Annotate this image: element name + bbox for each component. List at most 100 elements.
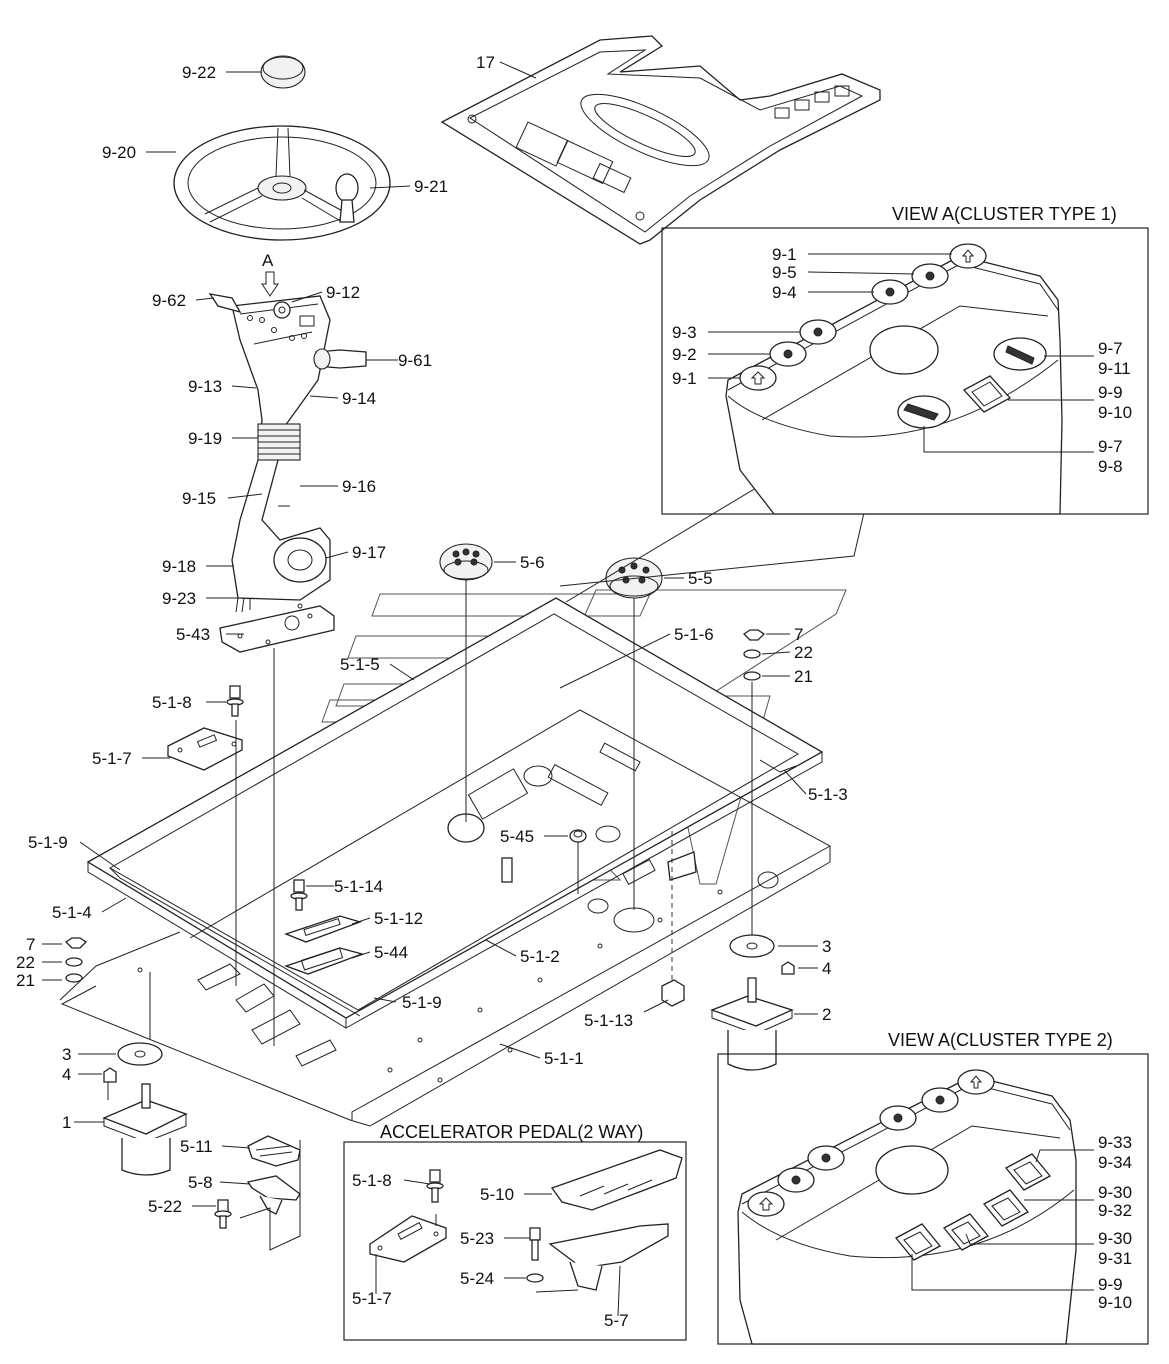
nut-washer-stack-left	[64, 937, 151, 1040]
label-5-5: 5-5	[688, 569, 713, 588]
label-9-62: 9-62	[152, 291, 186, 310]
c1-label-9-4: 9-4	[772, 283, 797, 302]
c2-label-9-30-bottom: 9-30	[1098, 1229, 1132, 1248]
label-9-22: 9-22	[182, 63, 216, 82]
bolt-5-1-8	[226, 685, 244, 717]
label-22-left: 22	[16, 953, 35, 972]
mounting-plate-5-43	[219, 603, 335, 653]
label-5-1-3: 5-1-3	[808, 785, 848, 804]
bracket-5-1-7	[167, 720, 243, 986]
c1-label-9-3: 9-3	[672, 323, 697, 342]
pedal-bracket-5-8	[239, 1140, 301, 1251]
label-2: 2	[822, 1005, 831, 1024]
label-9-13: 9-13	[188, 377, 222, 396]
label-5-1-4: 5-1-4	[52, 903, 92, 922]
label-5-1-2: 5-1-2	[520, 947, 560, 966]
steering-wheel-part	[173, 125, 391, 241]
cluster-type2-title: VIEW A(CLUSTER TYPE 2)	[888, 1030, 1113, 1050]
label-9-14: 9-14	[342, 389, 376, 408]
c2-label-9-10: 9-10	[1098, 1293, 1132, 1312]
accelerator-pedal-frame	[343, 1141, 687, 1341]
label-5-1-13: 5-1-13	[584, 1011, 633, 1030]
mount-2-right	[710, 934, 795, 1071]
label-22-top: 22	[794, 643, 813, 662]
c1-label-9-7-bottom: 9-7	[1098, 437, 1123, 456]
label-5-1-1: 5-1-1	[544, 1049, 584, 1068]
mount-1-left	[102, 1042, 188, 1176]
label-5-43: 5-43	[176, 625, 210, 644]
c2-label-9-32: 9-32	[1098, 1201, 1132, 1220]
steering-column-part	[208, 293, 367, 613]
pedal-label-5-10: 5-10	[480, 1185, 514, 1204]
c2-label-9-33: 9-33	[1098, 1133, 1132, 1152]
label-5-1-9-bottom: 5-1-9	[402, 993, 442, 1012]
label-4-right: 4	[822, 959, 831, 978]
label-5-1-5: 5-1-5	[340, 655, 380, 674]
c1-label-9-1-bottom: 9-1	[672, 369, 697, 388]
pedal-label-5-1-7: 5-1-7	[352, 1289, 392, 1308]
fastener-set-5-6	[439, 543, 493, 822]
label-5-44: 5-44	[374, 943, 408, 962]
cluster-type1-title: VIEW A(CLUSTER TYPE 1)	[892, 204, 1117, 224]
c1-label-9-10: 9-10	[1098, 403, 1132, 422]
c2-label-9-34: 9-34	[1098, 1153, 1132, 1172]
label-9-23: 9-23	[162, 589, 196, 608]
horn-cap-part	[260, 55, 306, 89]
view-a-arrow: A	[261, 251, 279, 297]
label-4-left: 4	[62, 1065, 71, 1084]
label-9-17: 9-17	[352, 543, 386, 562]
label-9-15: 9-15	[182, 489, 216, 508]
label-7-top: 7	[794, 625, 803, 644]
accelerator-pedal-part	[369, 1149, 683, 1293]
label-5-8: 5-8	[188, 1173, 213, 1192]
label-21-top: 21	[794, 667, 813, 686]
c1-label-9-11: 9-11	[1098, 359, 1131, 378]
pedal-label-5-7: 5-7	[604, 1311, 629, 1330]
plate-5-1-12	[284, 915, 363, 943]
label-9-19: 9-19	[188, 429, 222, 448]
c2-label-9-30-top: 9-30	[1098, 1183, 1132, 1202]
label-5-1-8: 5-1-8	[152, 693, 192, 712]
c2-label-9-31: 9-31	[1098, 1249, 1132, 1268]
label-9-18: 9-18	[162, 557, 196, 576]
accelerator-pedal-title: ACCELERATOR PEDAL(2 WAY)	[380, 1122, 643, 1142]
label-5-45: 5-45	[500, 827, 534, 846]
bolt-5-1-14	[290, 879, 308, 911]
floor-mat-part	[440, 35, 881, 245]
label-9-61: 9-61	[398, 351, 432, 370]
bolt-5-22	[214, 1199, 232, 1229]
base-plate-5-1-1	[59, 709, 831, 1127]
pedal-label-5-24: 5-24	[460, 1269, 494, 1288]
label-9-20: 9-20	[102, 143, 136, 162]
nut-washer-stack-right	[742, 629, 766, 940]
label-5-1-7: 5-1-7	[92, 749, 132, 768]
part-labels: 17 9-22 9-20 9-21 9-62 9-12 9-61 9-13 9-…	[16, 53, 1132, 1330]
label-5-1-6: 5-1-6	[674, 625, 714, 644]
label-5-11: 5-11	[180, 1137, 213, 1156]
label-9-16: 9-16	[342, 477, 376, 496]
label-5-6: 5-6	[520, 553, 545, 572]
label-3-left: 3	[62, 1045, 71, 1064]
label-1: 1	[62, 1113, 71, 1132]
c1-label-9-1-top: 9-1	[772, 245, 797, 264]
block-5-1-13	[661, 830, 685, 1007]
label-5-1-9-left: 5-1-9	[28, 833, 68, 852]
pedal-label-5-1-8: 5-1-8	[352, 1171, 392, 1190]
label-9-12: 9-12	[326, 283, 360, 302]
label-7-left: 7	[26, 935, 35, 954]
pedal-pad-5-11	[247, 1135, 301, 1167]
c1-label-9-7-top: 9-7	[1098, 339, 1123, 358]
plate-5-44	[284, 947, 365, 975]
label-5-22: 5-22	[148, 1197, 182, 1216]
label-17: 17	[476, 53, 495, 72]
label-9-21: 9-21	[414, 177, 448, 196]
leader-lines	[42, 61, 1094, 1317]
pedal-label-5-23: 5-23	[460, 1229, 494, 1248]
label-5-1-14: 5-1-14	[334, 877, 383, 896]
label-21-left: 21	[16, 971, 35, 990]
c2-label-9-9: 9-9	[1098, 1275, 1123, 1294]
c1-label-9-9: 9-9	[1098, 383, 1123, 402]
cluster-type2-part	[737, 1069, 1077, 1345]
cluster-type1-part	[725, 243, 1063, 515]
